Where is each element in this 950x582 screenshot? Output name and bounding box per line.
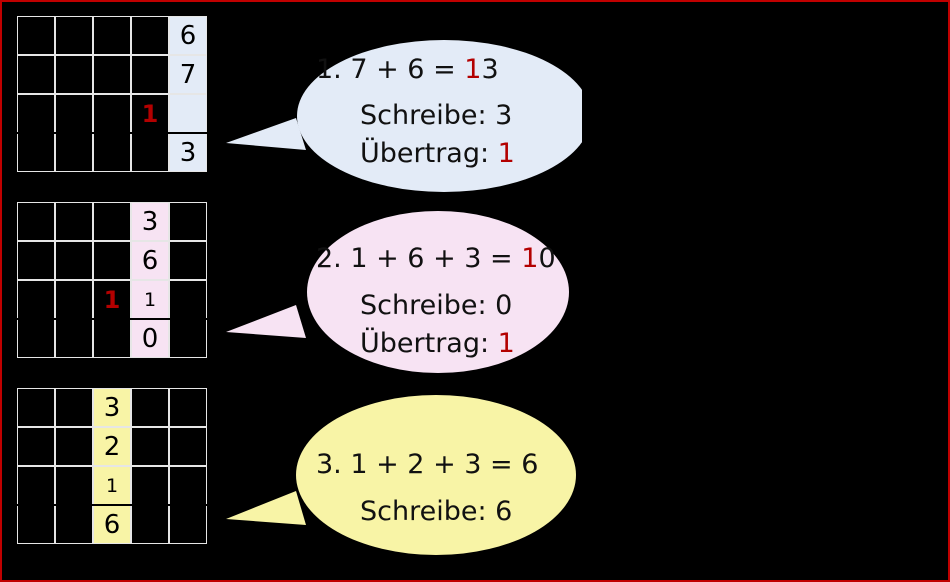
grid-cell [17,466,55,505]
grid-cell [55,94,93,133]
result-digit-cell: 6 [93,505,131,544]
digit-cell: 3 [131,202,169,241]
grid-cell [169,202,207,241]
grid-cell [93,319,131,358]
grid-cell [55,280,93,319]
grid-cell [55,133,93,172]
grid-cell [17,427,55,466]
digit-cell: 3 [93,388,131,427]
grid-cell [93,94,131,133]
grid-cell [17,55,55,94]
grid-cell [17,280,55,319]
grid-cell [93,16,131,55]
grid-cell [55,202,93,241]
grid-cell [131,388,169,427]
grid-cell [55,427,93,466]
grid-cell [93,202,131,241]
grid-cell [169,319,207,358]
grid-cell [17,202,55,241]
step2-carry-line: Übertrag: 1 [360,328,515,359]
step3-equation: 3. 1 + 2 + 3 = 6 [316,449,539,480]
grid-cell [55,388,93,427]
grid-cell [131,16,169,55]
grid-cell [169,427,207,466]
result-digit-cell: 3 [169,133,207,172]
grid-cell [93,241,131,280]
grid-cell [169,505,207,544]
carry-digit: 1 [131,94,169,133]
step3-speech-bubble: 3. 1 + 2 + 3 = 6 Schreibe: 6 [226,395,582,561]
grid-cell [17,16,55,55]
grid-cell [131,133,169,172]
grid-cell [55,55,93,94]
step2-write-label: Schreibe: 0 [360,290,513,321]
grid-cell [55,505,93,544]
step1-equation: 1. 7 + 6 = 13 [316,54,499,85]
step1-speech-bubble: 1. 7 + 6 = 13 Schreibe: 3 Übertrag: 1 [226,38,582,198]
digit-cell: 7 [169,55,207,94]
digit-cell: 6 [169,16,207,55]
grid-cell [55,466,93,505]
grid-cell [55,319,93,358]
step2-speech-bubble: 2. 1 + 6 + 3 = 10 Schreibe: 0 Übertrag: … [226,210,582,376]
grid-cell [169,280,207,319]
grid-cell [17,319,55,358]
grid-cell [169,466,207,505]
grid-cell [17,388,55,427]
speech-bubble-shape [226,40,582,192]
speech-bubble-shape [226,395,576,555]
grid-cell [131,55,169,94]
step3-write-label: Schreibe: 6 [360,496,513,527]
carried-digit-cell: 1 [93,466,131,505]
grid-cell [131,505,169,544]
carry-digit: 1 [93,280,131,319]
grid-cell [17,505,55,544]
digit-cell: 6 [131,241,169,280]
grid-cell [17,133,55,172]
step1-write-label: Schreibe: 3 [360,100,513,131]
grid-cell [55,16,93,55]
grid-cell [93,133,131,172]
sum-line [17,132,207,134]
step2-grid: 3 6 1 1 0 [17,202,207,358]
carried-digit-cell: 1 [131,280,169,319]
step1-carry-line: Übertrag: 1 [360,138,515,169]
speech-bubble-shape [226,211,569,373]
result-digit-cell: 0 [131,319,169,358]
step3-grid: 3 2 1 6 [17,388,207,544]
grid-cell [17,94,55,133]
grid-cell [131,466,169,505]
digit-cell: 2 [93,427,131,466]
digit-cell [169,94,207,133]
step1-grid: 6 7 1 3 [17,16,207,172]
sum-line [17,318,207,320]
sum-line [17,504,207,506]
grid-cell [131,427,169,466]
grid-cell [93,55,131,94]
grid-cell [169,388,207,427]
grid-cell [169,241,207,280]
grid-cell [17,241,55,280]
step2-equation: 2. 1 + 6 + 3 = 10 [316,243,556,274]
grid-cell [55,241,93,280]
